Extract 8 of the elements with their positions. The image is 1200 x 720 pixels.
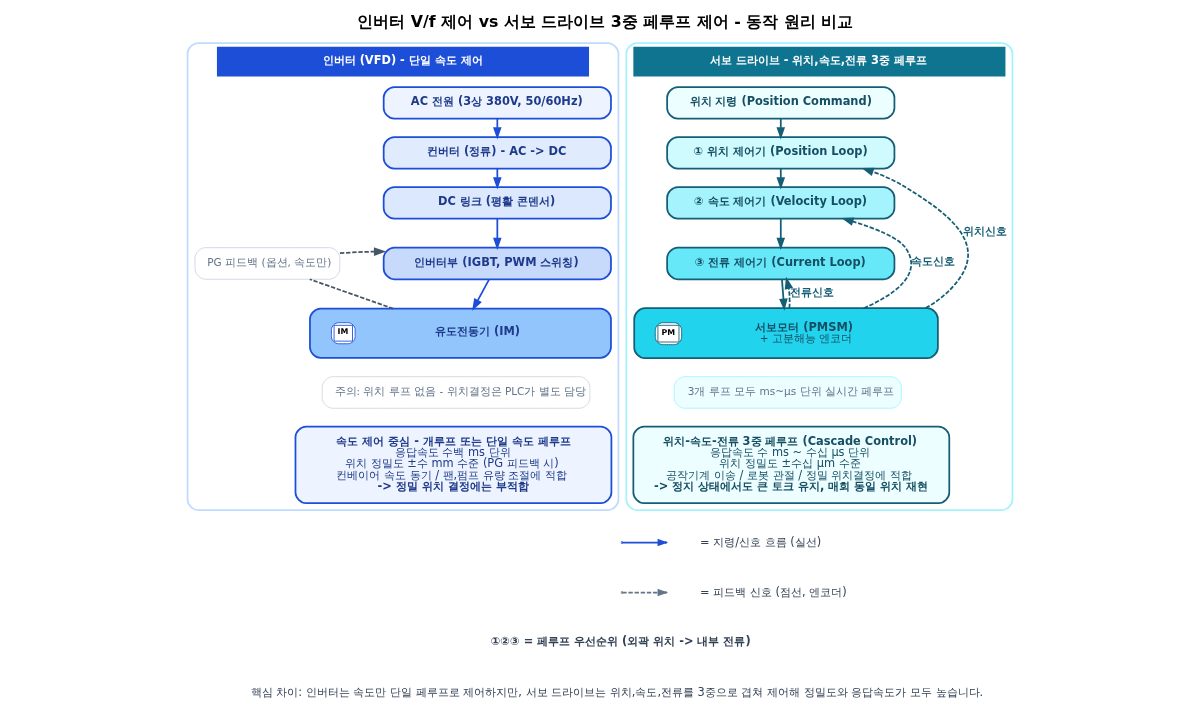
label: 핵심 차이: 인버터는 속도만 단일 페루프로 제어하지만, 서보 드라이브는 위치,속도,전류를 3중으로 겹쳐 제어해 정밀도와 응답속도가 모두 높습니다. xyxy=(250,684,984,699)
edge-label: 전류신호 xyxy=(789,285,834,298)
label: ①②③ = 페루프 우선순위 (외곽 위치 -> 내부 전류) xyxy=(490,633,751,648)
edge-label: 위치신호 xyxy=(963,225,1008,238)
diagram-title: 인버터 V/f 제어 vs 서보 드라이브 3중 페루프 제어 - 동작 원리 비교 xyxy=(357,11,854,31)
edge-label: 속도신호 xyxy=(910,255,955,268)
legend-label: = 지령/신호 흐름 (실선) xyxy=(700,534,822,549)
legend-label: = 피드백 신호 (점선, 엔코더) xyxy=(700,584,847,599)
